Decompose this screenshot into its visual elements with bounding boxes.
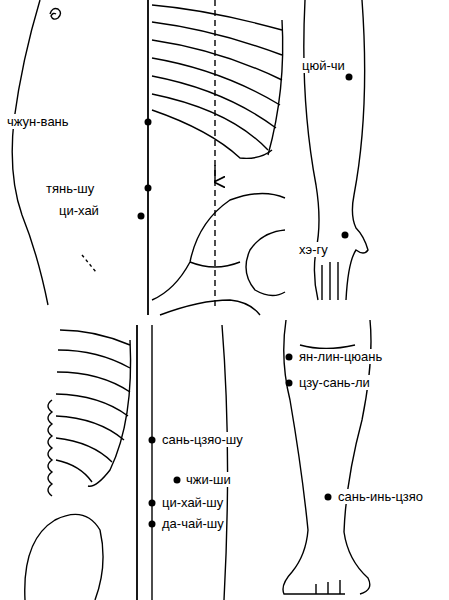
point-label: да-чай-шу bbox=[160, 516, 226, 531]
dashed-mark bbox=[82, 255, 96, 272]
acupoint-dots bbox=[138, 74, 353, 528]
point-label: ян-лин-цюань bbox=[297, 349, 384, 364]
spine bbox=[48, 400, 52, 496]
midline bbox=[147, 0, 149, 315]
back-line bbox=[151, 325, 152, 600]
body-outline bbox=[222, 325, 228, 600]
point-label: чжи-ши bbox=[184, 472, 233, 487]
point-label: сань-инь-цзяо bbox=[336, 489, 425, 504]
body-outline bbox=[12, 0, 48, 305]
point-label: сань-цзяо-шу bbox=[160, 432, 245, 447]
rib-cage bbox=[152, 5, 283, 158]
point-label: ци-хай bbox=[57, 203, 101, 218]
direction-arrow bbox=[214, 165, 215, 182]
point-label: цюй-чи bbox=[300, 58, 347, 73]
point-label: тянь-шу bbox=[44, 181, 96, 196]
point-label: ци-хай-шу bbox=[160, 495, 225, 510]
back-pelvis bbox=[25, 514, 103, 600]
point-label: хэ-гу bbox=[297, 242, 330, 257]
navel-symbol bbox=[50, 9, 61, 20]
pelvis-bone bbox=[152, 193, 285, 315]
point-label: цзу-сань-ли bbox=[297, 375, 372, 390]
point-label: чжун-вань bbox=[5, 114, 71, 129]
meridian-line bbox=[214, 0, 215, 310]
back-ribs bbox=[56, 330, 131, 486]
back-line bbox=[136, 325, 138, 600]
